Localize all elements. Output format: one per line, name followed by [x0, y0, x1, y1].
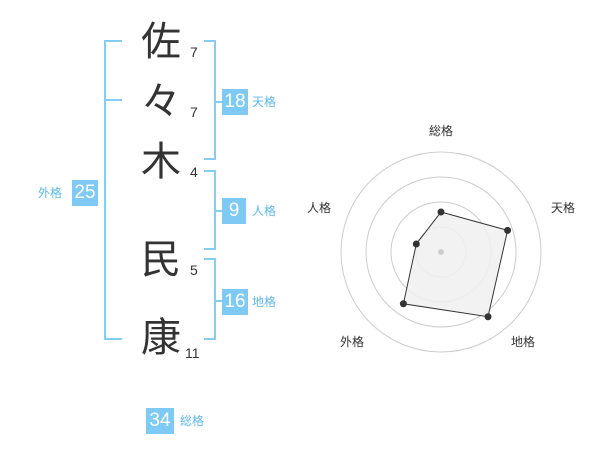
chikaku-connector	[214, 300, 222, 302]
radar-center	[438, 249, 444, 255]
radar-axis-label-tenkaku: 天格	[551, 200, 575, 215]
radar-ring	[365, 176, 517, 328]
name-char-1: 佐	[141, 19, 181, 65]
name-char-5: 康	[141, 315, 181, 361]
radar-point-2	[484, 313, 492, 321]
gaikaku-badge: 25	[72, 180, 98, 206]
radar-point-3	[399, 300, 407, 308]
radar-point-1	[504, 226, 512, 234]
chikaku-bracket	[204, 258, 216, 340]
radar-axis-label-chikaku: 地格	[511, 334, 535, 349]
tenkaku-bracket	[204, 40, 216, 160]
radar-ring	[340, 151, 542, 353]
chikaku-label: 地格	[252, 295, 277, 309]
stroke-count-2: 7	[190, 104, 198, 120]
radar-axis-label-gaikaku: 外格	[340, 334, 364, 349]
gaikaku-bracket-tick	[104, 99, 122, 101]
jinkaku-label: 人格	[252, 204, 277, 218]
jinkaku-connector	[214, 210, 222, 212]
radar-axis-label-jinkaku: 人格	[307, 200, 331, 215]
gaikaku-bracket	[104, 40, 122, 340]
radar-grid	[340, 151, 542, 353]
radar-ring	[390, 201, 492, 303]
chikaku-badge: 16	[222, 289, 248, 315]
radar-axis-label-soukaku: 総格	[429, 123, 453, 138]
stroke-count-1: 7	[190, 44, 198, 60]
tenkaku-connector	[214, 101, 222, 103]
radar-points	[399, 208, 512, 321]
radar-point-0	[437, 208, 445, 216]
name-char-3: 木	[141, 139, 181, 185]
radar-ring	[415, 226, 467, 278]
gaikaku-label: 外格	[38, 186, 63, 200]
radar-point-4	[412, 240, 420, 248]
jinkaku-badge: 9	[222, 198, 246, 224]
name-char-2: 々	[141, 79, 181, 125]
tenkaku-label: 天格	[252, 95, 277, 109]
stroke-count-4: 5	[190, 262, 198, 278]
radar-polygon	[402, 211, 509, 318]
stroke-count-3: 4	[190, 164, 198, 180]
stroke-count-5: 11	[185, 345, 200, 361]
soukaku-label: 総格	[180, 414, 205, 428]
soukaku-badge: 34	[146, 408, 174, 434]
name-char-4: 民	[141, 237, 181, 283]
tenkaku-badge: 18	[222, 89, 248, 115]
